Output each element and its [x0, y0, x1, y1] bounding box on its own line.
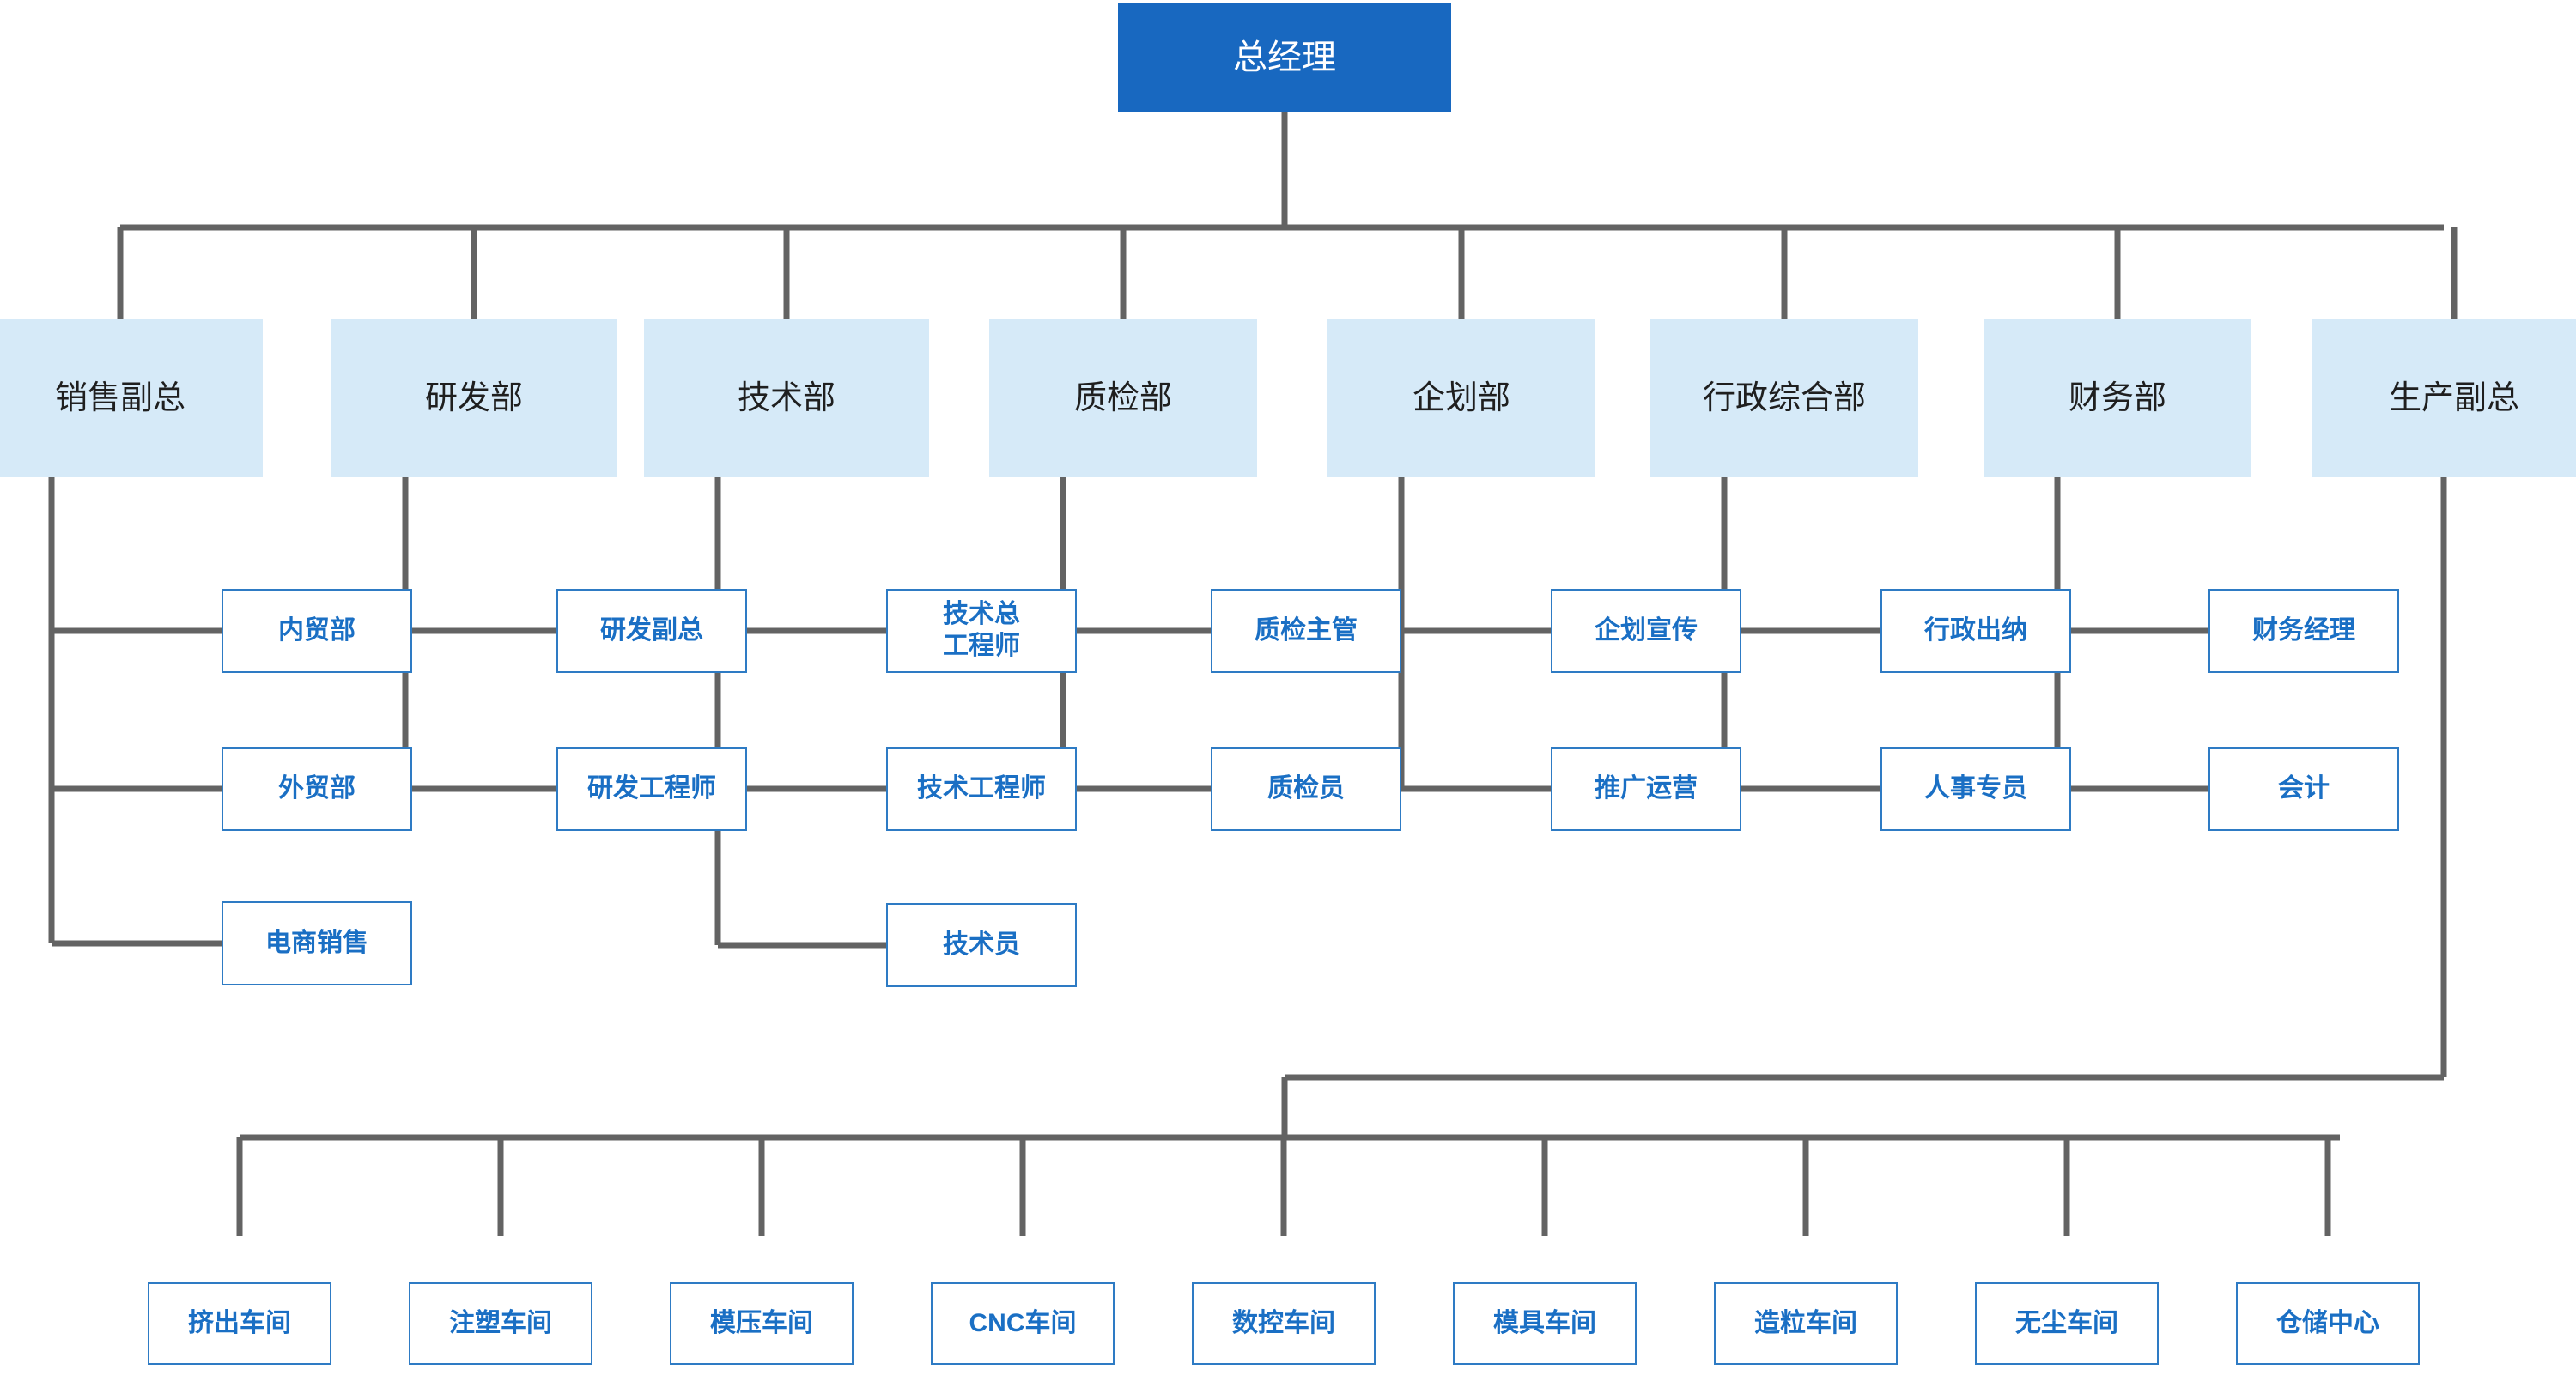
node-sub-1-1[interactable]: 研发工程师	[556, 747, 747, 831]
node-sub-4-1[interactable]: 推广运营	[1551, 747, 1741, 831]
node-workshop-2[interactable]: 模压车间	[670, 1282, 854, 1365]
node-workshop-5[interactable]: 模具车间	[1453, 1282, 1637, 1365]
node-workshop-3[interactable]: CNC车间	[931, 1282, 1115, 1365]
node-sub-1-0[interactable]: 研发副总	[556, 589, 747, 673]
node-sub-6-0[interactable]: 财务经理	[2208, 589, 2399, 673]
node-sub-4-0[interactable]: 企划宣传	[1551, 589, 1741, 673]
node-sub-0-1[interactable]: 外贸部	[222, 747, 412, 831]
node-sub-3-1[interactable]: 质检员	[1211, 747, 1401, 831]
node-department-7[interactable]: 生产副总	[2312, 319, 2576, 477]
node-sub-2-2[interactable]: 技术员	[886, 903, 1077, 987]
node-sub-2-0[interactable]: 技术总 工程师	[886, 589, 1077, 673]
node-department-6[interactable]: 财务部	[1984, 319, 2251, 477]
node-sub-3-0[interactable]: 质检主管	[1211, 589, 1401, 673]
node-sub-0-0[interactable]: 内贸部	[222, 589, 412, 673]
node-sub-5-1[interactable]: 人事专员	[1880, 747, 2071, 831]
node-general-manager[interactable]: 总经理	[1118, 3, 1451, 112]
node-department-4[interactable]: 企划部	[1327, 319, 1595, 477]
node-sub-5-0[interactable]: 行政出纳	[1880, 589, 2071, 673]
node-sub-6-1[interactable]: 会计	[2208, 747, 2399, 831]
node-workshop-1[interactable]: 注塑车间	[409, 1282, 592, 1365]
node-department-0[interactable]: 销售副总	[0, 319, 263, 477]
node-workshop-7[interactable]: 无尘车间	[1975, 1282, 2159, 1365]
node-department-3[interactable]: 质检部	[989, 319, 1257, 477]
node-workshop-0[interactable]: 挤出车间	[148, 1282, 331, 1365]
node-workshop-8[interactable]: 仓储中心	[2236, 1282, 2420, 1365]
node-department-2[interactable]: 技术部	[644, 319, 929, 477]
node-department-5[interactable]: 行政综合部	[1650, 319, 1918, 477]
node-workshop-6[interactable]: 造粒车间	[1714, 1282, 1898, 1365]
node-department-1[interactable]: 研发部	[331, 319, 617, 477]
node-sub-2-1[interactable]: 技术工程师	[886, 747, 1077, 831]
node-sub-0-2[interactable]: 电商销售	[222, 901, 412, 985]
node-workshop-4[interactable]: 数控车间	[1192, 1282, 1376, 1365]
